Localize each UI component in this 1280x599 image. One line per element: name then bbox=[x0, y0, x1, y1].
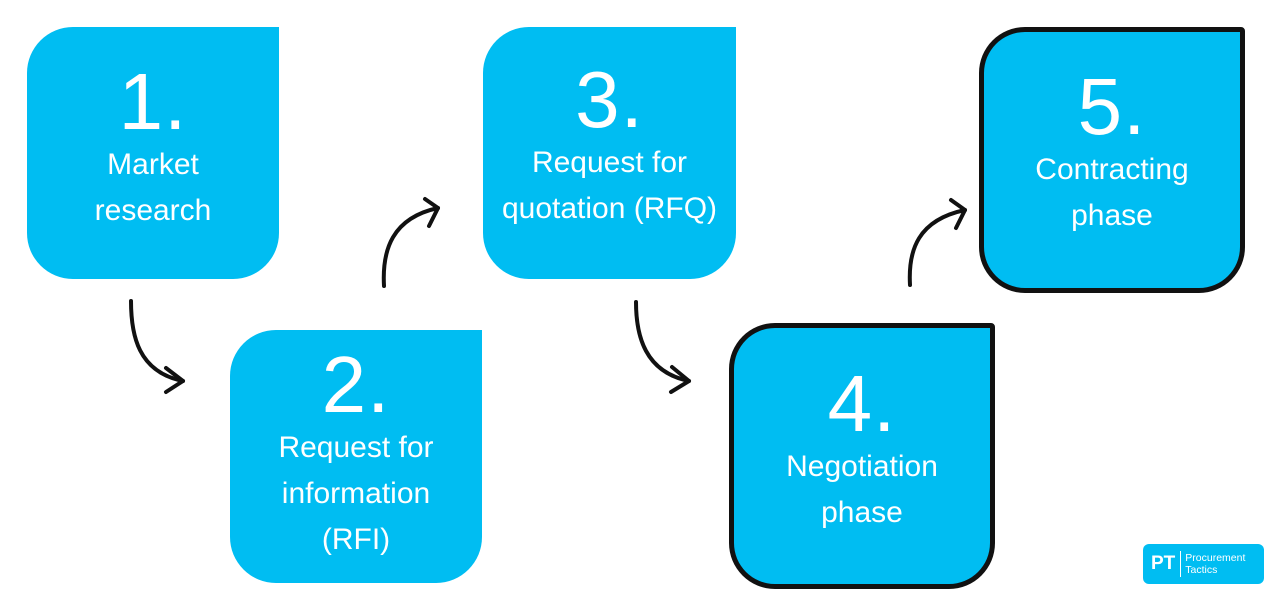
step-number: 3. bbox=[575, 55, 644, 144]
step-number: 4. bbox=[827, 359, 897, 448]
logo-word: Procurement bbox=[1185, 552, 1246, 564]
arrow-step2-to-step3 bbox=[381, 197, 440, 288]
step-label-line: quotation (RFQ) bbox=[501, 192, 718, 225]
step-number: 2. bbox=[321, 339, 391, 429]
step-3-request-for-quotation: 3. Request for quotation (RFQ) bbox=[483, 27, 736, 279]
arrow-step4-to-step5 bbox=[907, 198, 967, 287]
step-label-line: information bbox=[281, 476, 431, 510]
step-number: 5. bbox=[1077, 62, 1147, 151]
logo-wordmark: Procurement Tactics bbox=[1185, 552, 1245, 576]
step-label-line: research bbox=[94, 194, 212, 227]
step-label-line: Negotiation bbox=[786, 450, 938, 483]
step-label-line: Contracting bbox=[1035, 153, 1189, 186]
step-number: 1. bbox=[118, 57, 188, 146]
logo-divider bbox=[1180, 551, 1182, 577]
step-2-request-for-information: 2. Request for information (RFI) bbox=[230, 330, 482, 583]
step-label-line: Market bbox=[107, 148, 199, 181]
step-label-line: phase bbox=[821, 496, 903, 529]
step-5-contracting-phase: 5. Contracting phase bbox=[979, 27, 1245, 293]
step-label-line: (RFI) bbox=[321, 522, 391, 556]
step-label-line: Request for bbox=[278, 430, 434, 464]
step-label-line: Request for bbox=[531, 146, 688, 179]
logo-word: Tactics bbox=[1185, 564, 1218, 576]
step-1-market-research: 1. Market research bbox=[27, 27, 279, 279]
arrow-step3-to-step4 bbox=[634, 300, 691, 394]
procurement-tactics-logo: PT Procurement Tactics bbox=[1143, 544, 1264, 584]
logo-mark: PT bbox=[1151, 553, 1176, 574]
step-label-line: phase bbox=[1071, 199, 1153, 232]
step-4-negotiation-phase: 4. Negotiation phase bbox=[729, 323, 995, 589]
arrow-step1-to-step2 bbox=[129, 299, 185, 394]
